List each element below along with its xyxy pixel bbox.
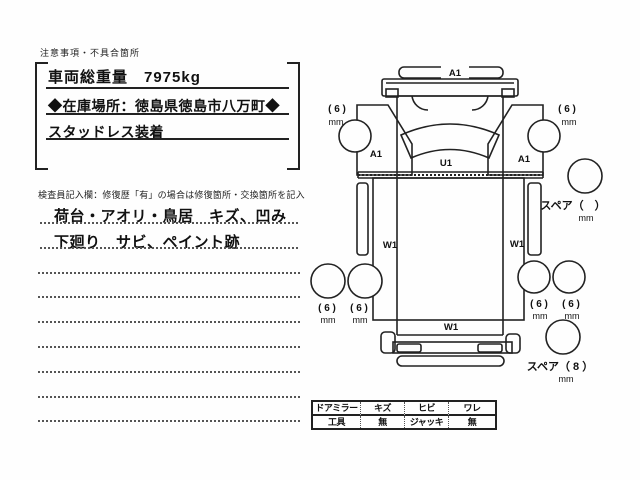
- bed-right-label: W1: [510, 239, 525, 250]
- equipment-table: ドアミラー キズ ヒビ ワレ 工具 無 ジャッキ 無: [311, 400, 497, 430]
- front-left-wheel: [338, 119, 372, 153]
- writing-line: [38, 296, 300, 298]
- notice-bracket-right: [287, 62, 300, 170]
- spare-tire-top: [567, 158, 603, 194]
- notice-section-title: 注意事項・不具合箇所: [40, 48, 141, 58]
- table-cell-tools: 工具: [313, 416, 361, 428]
- writing-line: [38, 272, 300, 274]
- fender-left-label: A1: [370, 149, 383, 160]
- cargo-bed-outer: [372, 177, 525, 321]
- spare-top-label: スペア（ ）: [540, 199, 605, 212]
- rear-left-outer-unit-label: mm: [321, 315, 336, 325]
- front-left-unit-label: mm: [329, 117, 344, 127]
- windshield-shape: [399, 123, 501, 160]
- table-cell-scratch: キズ: [361, 402, 405, 416]
- underline: [46, 113, 289, 115]
- front-right-tread-label: ( 6 ): [558, 104, 576, 115]
- table-cell-jack: ジャッキ: [405, 416, 449, 428]
- writing-line: [38, 321, 300, 323]
- cab-label: U1: [440, 158, 453, 169]
- bed-rear-label: W1: [444, 322, 459, 333]
- rear-crossmember: [392, 341, 513, 354]
- writing-line: [38, 346, 300, 348]
- rear-left-outer-tread-label: ( 6 ): [318, 303, 336, 314]
- table-cell-jack-none: 無: [467, 417, 477, 427]
- underline: [46, 138, 289, 140]
- cab-corner-left: [411, 95, 429, 111]
- fender-right-shape: [487, 104, 544, 176]
- panel-tab-right: [501, 88, 515, 98]
- studless-text: スタッドレス装着: [48, 124, 164, 140]
- front-bumper-label: A1: [449, 68, 462, 79]
- rear-left-inner-wheel: [347, 263, 383, 299]
- rear-lamp-right: [477, 343, 503, 353]
- rear-right-inner-unit-label: mm: [533, 311, 548, 321]
- side-guard-left: [356, 182, 369, 256]
- spare-bottom-unit-label: mm: [559, 374, 574, 384]
- writing-line: [40, 247, 298, 249]
- rear-right-outer-tread-label: ( 6 ): [562, 299, 580, 310]
- cab-corner-right: [471, 95, 489, 111]
- gross-weight-text: 車両総重量 7975kg: [48, 69, 201, 86]
- writing-line: [38, 396, 300, 398]
- writing-line: [38, 371, 300, 373]
- writing-line: [38, 420, 300, 422]
- table-cell-tools-none: 無: [361, 416, 405, 428]
- rear-right-outer-wheel: [552, 260, 586, 294]
- fender-left-shape: [356, 104, 413, 176]
- front-right-wheel: [527, 119, 561, 153]
- bed-left-label: W1: [383, 240, 398, 251]
- rear-right-inner-tread-label: ( 6 ): [530, 299, 548, 310]
- rear-left-inner-unit-label: mm: [353, 315, 368, 325]
- rear-lamp-left: [396, 343, 422, 353]
- notice-bracket-left: [35, 62, 48, 170]
- panel-tab-left: [385, 88, 399, 98]
- side-guard-right: [527, 182, 542, 256]
- front-left-tread-label: ( 6 ): [328, 104, 346, 115]
- rear-right-inner-wheel: [517, 260, 551, 294]
- spare-tire-bottom: [545, 319, 581, 355]
- stock-location-text: ◆在庫場所：徳島県徳島市八万町◆: [48, 98, 280, 114]
- table-cell-crack: ヒビ: [405, 402, 449, 416]
- writing-line: [40, 222, 298, 224]
- cab-front-panel: [381, 78, 519, 97]
- front-right-unit-label: mm: [562, 117, 577, 127]
- inspector-entry-2: 下廻り サビ、ペイント跡: [54, 234, 241, 251]
- truck-topview-diagram: A1 U1 A1 A1 W1 W1 W1 ( 6 ) mm ( 6 ) mm (…: [310, 64, 606, 384]
- inspector-section-title: 検査員記入欄：修復歴「有」の場合は修復箇所・交換箇所を記入: [38, 190, 305, 200]
- table-cell-door-mirror: ドアミラー: [313, 402, 361, 416]
- table-cell-break: ワレ: [449, 402, 495, 416]
- rear-right-outer-unit-label: mm: [565, 311, 580, 321]
- rear-cap-right: [505, 333, 521, 354]
- rear-bumper-shape: [396, 355, 505, 367]
- rear-left-outer-wheel: [310, 263, 346, 299]
- underline: [46, 87, 289, 89]
- inspector-entry-1: 荷台・アオリ・鳥居 キズ、凹み: [54, 208, 287, 225]
- spare-top-unit-label: mm: [579, 213, 594, 223]
- rear-left-inner-tread-label: ( 6 ): [350, 303, 368, 314]
- spare-bottom-label: スペア（ 8 ）: [527, 360, 593, 373]
- label-knockout: [441, 64, 469, 79]
- fender-right-label: A1: [518, 154, 531, 165]
